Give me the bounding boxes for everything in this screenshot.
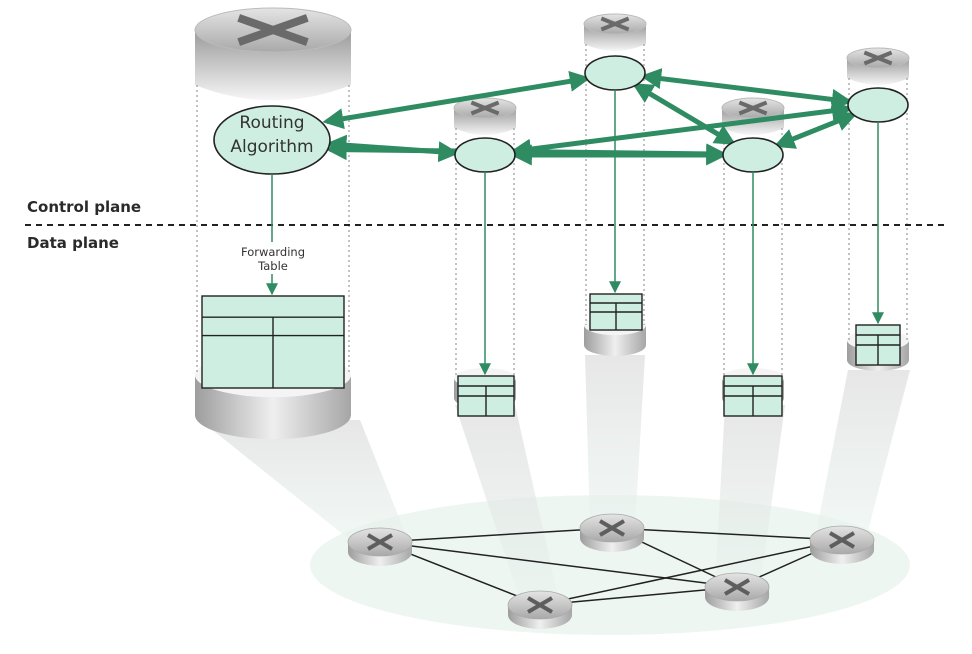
- network-router: [579, 513, 645, 552]
- routing-algorithm-label-line1: Routing: [239, 113, 304, 133]
- network-router: [704, 572, 770, 611]
- physical-network-routers: [347, 513, 875, 629]
- network-router: [347, 527, 413, 566]
- router-5-routing-ellipse: [847, 87, 909, 123]
- router-x-icon: [828, 531, 856, 549]
- network-router: [507, 590, 573, 629]
- network-link: [539, 586, 738, 606]
- control-plane-label: Control plane: [27, 198, 141, 216]
- router-2-forwarding-table: [457, 375, 515, 417]
- router-3-forwarding-table: [589, 293, 643, 331]
- routing-algorithm-label-line2: Algorithm: [230, 137, 313, 157]
- projection-beams: [200, 355, 910, 605]
- router-x-icon: [526, 596, 554, 614]
- router-5-forwarding-table: [855, 324, 901, 366]
- router-x-icon: [598, 519, 626, 537]
- router-main-forwarding-table: [201, 295, 345, 389]
- control-link-arrow: [773, 111, 858, 149]
- router-4-forwarding-table: [723, 375, 783, 417]
- network-link: [611, 527, 843, 541]
- router-x-icon: [237, 14, 309, 46]
- network-router: [809, 525, 875, 564]
- router-x-icon: [600, 16, 630, 32]
- data-plane-label: Data plane: [27, 234, 119, 252]
- forwarding-table-label-line2: Table: [257, 259, 288, 273]
- router-4-routing-ellipse: [722, 137, 784, 173]
- cylinder-base: [195, 375, 351, 440]
- control-link-arrow: [640, 68, 853, 110]
- cylinder-base: [584, 325, 646, 356]
- network-link: [379, 541, 738, 588]
- control-links: [322, 68, 858, 166]
- control-link-arrow: [322, 70, 591, 130]
- network-link: [379, 527, 613, 543]
- router-x-icon: [366, 533, 394, 551]
- network-link: [539, 539, 843, 606]
- router-x-icon: [863, 50, 893, 66]
- router-2-routing-ellipse: [454, 137, 516, 173]
- router-x-icon: [723, 578, 751, 596]
- forwarding-table-label-line1: Forwarding: [241, 245, 305, 259]
- router-3-routing-ellipse: [584, 55, 646, 91]
